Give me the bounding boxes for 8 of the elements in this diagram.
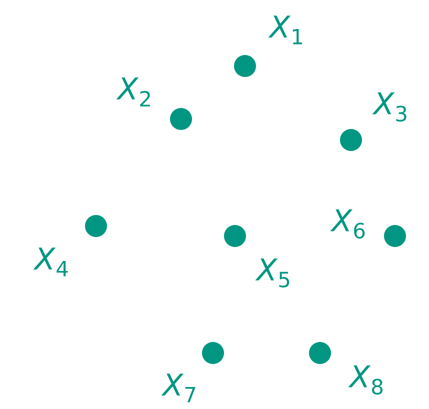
point-label: X$_{4}$ (33, 248, 68, 276)
point-label: X$_{6}$ (330, 209, 365, 239)
point-label: X$_{2}$ (116, 78, 150, 106)
point-label: X$_{3}$ (372, 92, 406, 122)
point-label: X$_{5}$ (255, 258, 290, 288)
point-label: X$_{7}$ (161, 374, 196, 402)
point-label: X$_{8}$ (348, 365, 383, 395)
point-label: X$_{1}$ (268, 16, 302, 44)
